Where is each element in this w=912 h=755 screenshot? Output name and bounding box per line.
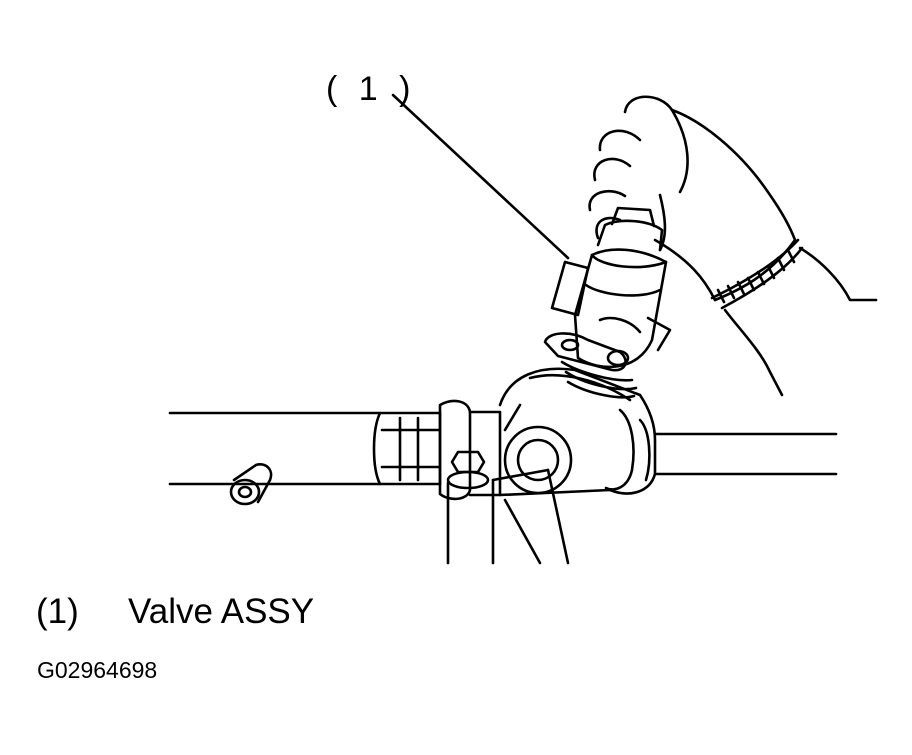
mounting-bracket [448,470,568,563]
bracket-bolt [448,452,488,488]
legend-item-text: Valve ASSY [128,592,315,631]
gearbox-tube-right [655,434,836,474]
figure-code: G02964698 [37,657,158,683]
housing-port [505,405,571,493]
valve-assembly-illustration [0,0,912,580]
gloved-hand [590,97,876,395]
gearbox-tube-left [170,413,380,484]
legend: (1) Valve ASSY [36,592,314,632]
tube-nipple [231,464,271,504]
legend-item-number: (1) [36,592,79,631]
tube-boot [374,413,440,484]
valve-assy [545,208,670,397]
callout-leader-line [393,95,568,258]
callout-number: ( 1 ) [326,70,417,108]
